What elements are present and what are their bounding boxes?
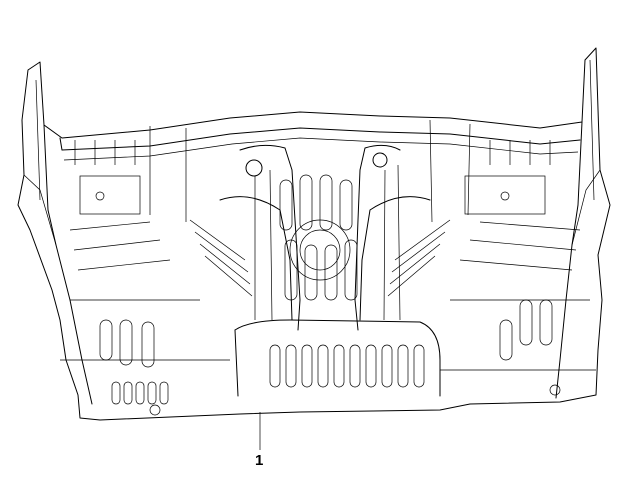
floor-pan-outline <box>17 47 611 421</box>
rear-deck <box>59 119 581 223</box>
front-floor <box>60 299 596 416</box>
side-ribs <box>69 219 581 297</box>
center-tunnel <box>219 144 431 331</box>
callout-number-1: 1 <box>255 452 264 469</box>
